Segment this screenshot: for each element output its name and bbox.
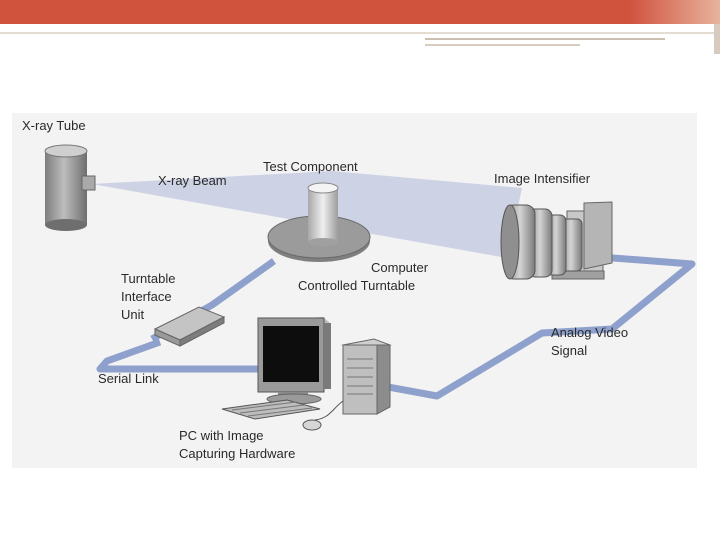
- decorative-rule: [425, 44, 580, 46]
- label-video-line2: Signal: [551, 343, 587, 358]
- pc-tower-icon: [341, 338, 392, 415]
- header-bar: [0, 0, 720, 24]
- decorative-rule: [425, 38, 665, 40]
- label-test-component: Test Component: [263, 159, 358, 174]
- interface-unit-icon: [153, 306, 226, 347]
- label-pc-line1: PC with Image: [179, 428, 264, 443]
- keyboard-icon: [221, 399, 321, 420]
- label-image-intensifier: Image Intensifier: [494, 171, 591, 186]
- decorative-rule: [714, 24, 720, 54]
- test-component-icon: [307, 182, 339, 246]
- label-interface-line1: Turntable: [121, 271, 175, 286]
- header-bar-fade: [630, 0, 720, 24]
- xray-tube-icon: [44, 144, 96, 231]
- label-xray-tube: X-ray Tube: [22, 118, 86, 133]
- label-xray-beam: X-ray Beam: [158, 173, 227, 188]
- xray-beam: [92, 171, 522, 258]
- xray-inspection-diagram: X-ray Tube X-ray Beam Test Component Ima…: [22, 118, 696, 461]
- label-interface-line3: Unit: [121, 307, 145, 322]
- label-pc-line2: Capturing Hardware: [179, 446, 295, 461]
- label-turntable-line2: Controlled Turntable: [298, 278, 415, 293]
- label-video-line1: Analog Video: [551, 325, 628, 340]
- monitor-icon: [257, 317, 331, 405]
- label-turntable-line1: Computer: [371, 260, 429, 275]
- decorative-rule: [0, 32, 720, 34]
- label-serial-link: Serial Link: [98, 371, 159, 386]
- mouse-icon: [302, 400, 344, 431]
- label-interface-line2: Interface: [121, 289, 172, 304]
- image-intensifier-icon: [500, 201, 613, 280]
- serial-link-cable: [96, 338, 258, 373]
- video-signal-cable: [376, 253, 696, 400]
